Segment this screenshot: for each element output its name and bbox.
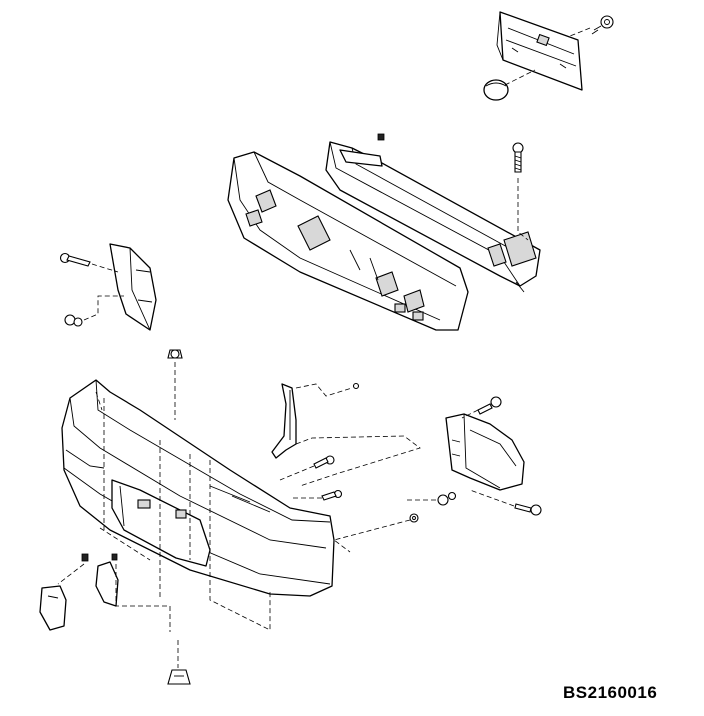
bolt-left-upper bbox=[59, 252, 91, 267]
side-support-bracket bbox=[271, 383, 297, 459]
bolt-cover-upper bbox=[313, 455, 335, 469]
side-bracket-left bbox=[109, 243, 157, 331]
nut-cover-right bbox=[409, 513, 419, 523]
bumper-cover bbox=[61, 379, 335, 597]
energy-absorber bbox=[227, 151, 469, 331]
clip-left-upper bbox=[64, 314, 83, 327]
bolt-cover-lower bbox=[321, 489, 343, 501]
bolt-liner-top bbox=[477, 396, 502, 415]
clip-bottom bbox=[167, 669, 191, 685]
fog-lamp-cover bbox=[95, 561, 119, 607]
push-clip-top bbox=[483, 79, 509, 101]
nuts-small-left bbox=[81, 553, 118, 562]
license-plate-bracket bbox=[496, 11, 583, 91]
screw-top bbox=[591, 15, 614, 35]
reference-code: BS2160016 bbox=[563, 683, 658, 702]
wheel-arch-liner bbox=[445, 413, 525, 491]
bolt-liner-right bbox=[514, 503, 542, 516]
screw-small-center bbox=[352, 382, 360, 390]
push-clip-center bbox=[167, 349, 183, 359]
bolt-beam bbox=[512, 142, 524, 173]
tow-hook-cap bbox=[39, 585, 67, 631]
bumper-reinforcement bbox=[325, 133, 541, 293]
nut-liner-left bbox=[437, 491, 457, 506]
